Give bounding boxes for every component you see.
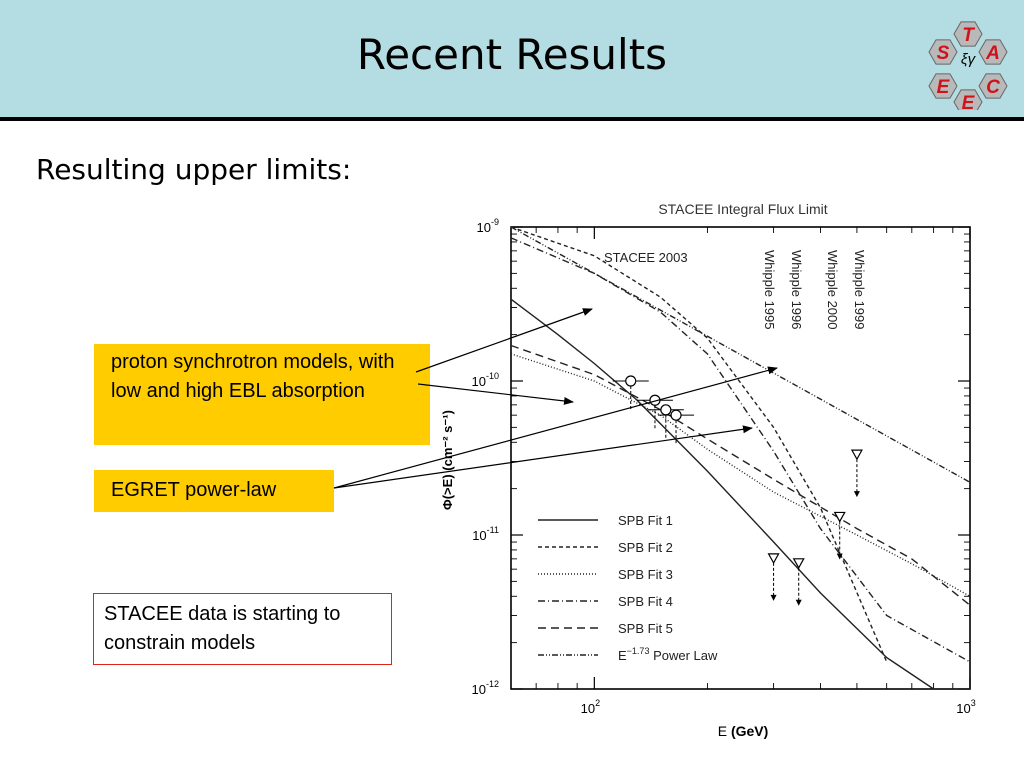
logo-letter: A [985,43,1000,64]
annotation-whipple: Whipple 1996 [789,250,804,330]
legend-label: SPB Fit 5 [618,621,673,636]
series-line-4 [510,237,971,663]
whipple-limit-marker [767,553,780,565]
legend-label: E−1.73 Power Law [618,646,718,663]
annotation-whipple: Whipple 2000 [825,250,840,330]
series-line-1 [510,298,970,690]
logo-hexagon [953,89,983,110]
logo-letter: E [962,93,976,110]
y-tick-label: 10-10 [472,371,499,389]
header-divider [0,117,1024,121]
plot-frame [510,226,971,690]
logo-hexagon [928,73,958,99]
whipple-arrowhead [853,491,860,498]
callout-stacee-text: STACEE data is starting to constrain mod… [104,603,341,654]
y-tick-label: 10-9 [477,217,499,235]
whipple-arrowhead [795,599,802,606]
stacee-point [625,375,637,387]
y-axis-label: Φ(>E) (cm⁻² s⁻¹) [440,410,455,510]
chart-title: STACEE Integral Flux Limit [658,201,827,217]
annotation-stacee-2003: STACEE 2003 [604,250,688,265]
title-bar [0,0,1024,117]
logo-letter: C [986,77,1000,98]
callout-proton-synchrotron-text: proton synchrotron models, with low and … [111,351,395,402]
logo-hexagon [953,21,983,47]
whipple-limit-marker [792,558,805,570]
y-tick-label: 10-11 [472,525,499,543]
logo-letter: E [937,77,951,98]
y-tick-label: 10-12 [472,679,499,697]
stacee-point [660,404,672,416]
whipple-limit-marker [833,511,846,523]
callout-egret-text: EGRET power-law [111,479,277,501]
legend-label: SPB Fit 1 [618,513,673,528]
series-line-5 [510,344,971,606]
logo-hexagon [978,39,1008,65]
stacee-point [649,394,661,406]
legend-label: SPB Fit 3 [618,567,673,582]
slide-title: Recent Results [356,30,668,79]
whipple-limit-marker [850,449,863,461]
logo-letter: S [937,43,950,64]
x-axis-label: E (GeV) [718,723,769,739]
subtitle: Resulting upper limits: [36,153,352,186]
logo-center-symbol: ξγ [961,51,977,68]
whipple-arrowhead [770,594,777,601]
callout-egret: EGRET power-law [94,470,334,512]
x-axis-label-prefix: E [718,723,727,739]
x-tick-label: 102 [581,698,600,716]
series-line-6 [510,226,971,483]
stacee-point [670,409,682,421]
legend-label: SPB Fit 4 [618,594,673,609]
callout-stacee: STACEE data is starting to constrain mod… [93,593,392,665]
logo-letter: T [962,25,975,46]
callout-proton-synchrotron: proton synchrotron models, with low and … [94,344,430,445]
logo-hexagon [978,73,1008,99]
logo-hexagon [928,39,958,65]
series-line-3 [510,353,971,597]
x-axis-label-unit: (GeV) [731,723,768,739]
legend-label: SPB Fit 2 [618,540,673,555]
annotation-whipple: Whipple 1995 [762,250,777,330]
whipple-arrowhead [836,553,843,560]
annotation-whipple: Whipple 1999 [852,250,867,330]
flux-limit-chart: STACEE Integral Flux Limit 10-9 10-10 10-1… [440,201,976,739]
x-tick-label: 103 [956,698,975,716]
